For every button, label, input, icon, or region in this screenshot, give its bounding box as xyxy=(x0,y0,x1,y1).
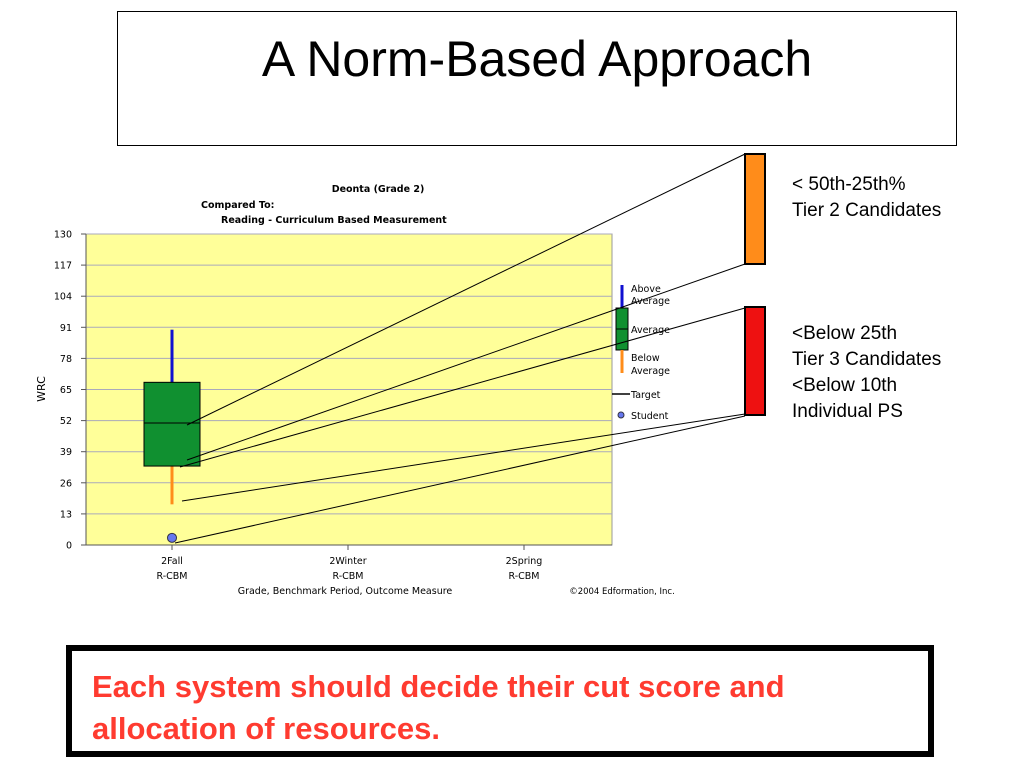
legend-student-swatch xyxy=(617,411,625,419)
average-box xyxy=(143,381,201,467)
legend-label: Average xyxy=(631,296,670,307)
x-tick-label: R-CBM xyxy=(333,571,364,582)
chart-title: Deonta (Grade 2) xyxy=(332,184,425,195)
y-tick-label: 117 xyxy=(54,261,72,272)
callout-connector-line xyxy=(179,307,746,468)
x-tick-label: 2Winter xyxy=(329,556,366,567)
legend-label: Below xyxy=(631,353,660,364)
callout-connector-line xyxy=(186,153,746,426)
y-tick-label: 26 xyxy=(60,478,72,489)
callout-connector-line xyxy=(174,415,746,544)
y-tick-label: 0 xyxy=(66,541,72,552)
callout-connector-line xyxy=(181,413,746,502)
chart-subtitle: Reading - Curriculum Based Measurement xyxy=(221,215,447,226)
legend-label: Average xyxy=(631,366,670,377)
y-tick-label: 91 xyxy=(60,323,72,334)
callout-red-text: <Below 25th Tier 3 Candidates <Below 10t… xyxy=(792,321,941,425)
slide-title: A Norm-Based Approach xyxy=(261,31,813,87)
legend-label: Target xyxy=(630,390,661,401)
callout-red-line: <Below 25th xyxy=(792,323,898,344)
y-tick-label: 13 xyxy=(60,509,72,520)
callout-connector-line xyxy=(186,263,746,461)
callout-orange-line: < 50th-25th% xyxy=(792,174,906,195)
x-tick-label: 2Fall xyxy=(161,556,183,567)
bottom-message-box: Each system should decide their cut scor… xyxy=(66,645,934,757)
y-tick-label: 65 xyxy=(60,385,72,396)
callout-red-line: Individual PS xyxy=(792,401,903,422)
chart-subtitle: Compared To: xyxy=(201,200,274,211)
x-tick-label: R-CBM xyxy=(157,571,188,582)
callout-red-line: <Below 10th xyxy=(792,375,898,396)
y-tick-label: 39 xyxy=(60,447,72,458)
x-tick-label: R-CBM xyxy=(509,571,540,582)
bottom-message: Each system should decide their cut scor… xyxy=(92,669,785,746)
callout-orange-line: Tier 2 Candidates xyxy=(792,200,942,221)
x-tick-label: 2Spring xyxy=(506,556,543,567)
y-tick-label: 78 xyxy=(60,354,72,365)
legend-label: Average xyxy=(631,325,670,336)
callout-orange-text: < 50th-25th% Tier 2 Candidates xyxy=(792,172,941,224)
y-tick-label: 104 xyxy=(54,292,72,303)
title-box: A Norm-Based Approach xyxy=(117,11,957,146)
y-axis-label: WRC xyxy=(35,376,48,402)
tier2-callout-bar xyxy=(744,153,766,265)
student-point xyxy=(167,532,177,543)
legend-label: Student xyxy=(631,411,669,422)
y-tick-label: 130 xyxy=(54,230,72,241)
callout-red-line: Tier 3 Candidates xyxy=(792,349,942,370)
tier3-callout-bar xyxy=(744,306,766,416)
legend-label: Above xyxy=(631,284,661,295)
x-axis-label: Grade, Benchmark Period, Outcome Measure xyxy=(238,586,453,597)
y-tick-label: 52 xyxy=(60,416,72,427)
copyright-label: ©2004 Edformation, Inc. xyxy=(569,587,675,597)
